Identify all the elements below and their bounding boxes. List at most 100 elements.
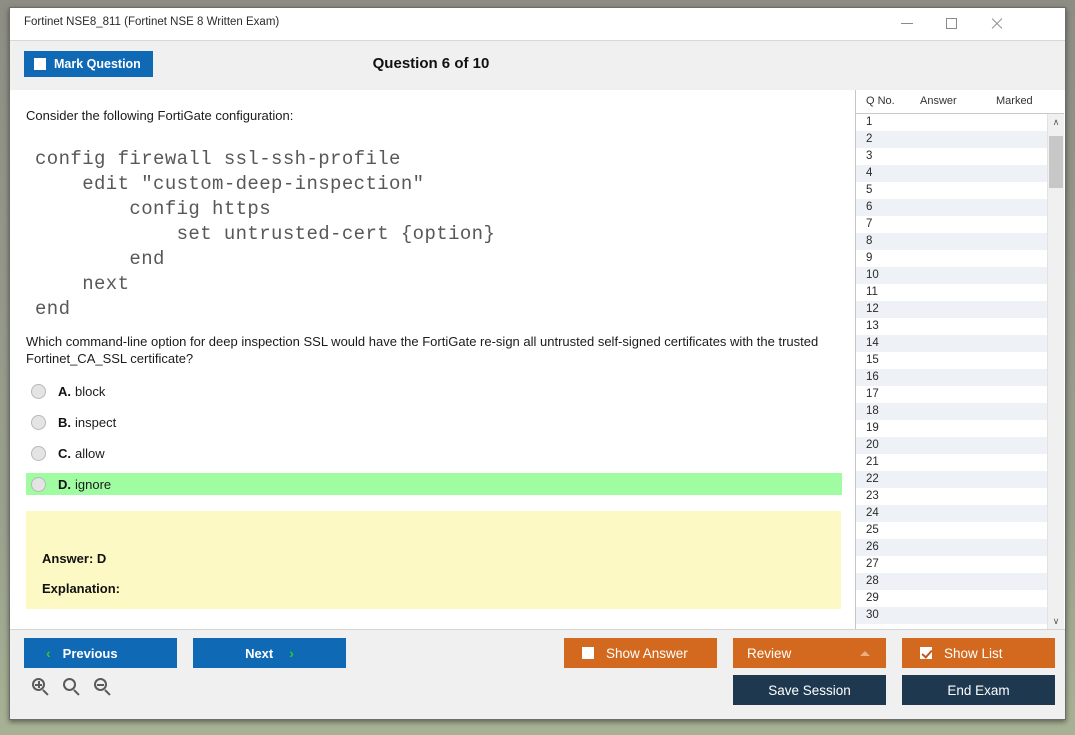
question-list-row[interactable]: 16 (856, 369, 1047, 386)
question-list-row[interactable]: 7 (856, 216, 1047, 233)
question-list-row-number: 14 (866, 337, 879, 349)
question-list-row[interactable]: 30 (856, 607, 1047, 624)
previous-label: Previous (62, 645, 118, 661)
save-session-button[interactable]: Save Session (733, 675, 886, 705)
question-list-row-number: 6 (866, 201, 873, 213)
end-exam-label: End Exam (947, 682, 1010, 698)
chevron-up-icon (860, 651, 870, 656)
question-list-row-number: 22 (866, 473, 879, 485)
question-list-row-number: 1 (866, 116, 873, 128)
scrollbar-thumb[interactable] (1049, 136, 1063, 188)
question-list-row[interactable]: 25 (856, 522, 1047, 539)
question-list-row[interactable]: 19 (856, 420, 1047, 437)
question-list-row[interactable]: 3 (856, 148, 1047, 165)
mark-question-label: Mark Question (54, 57, 141, 71)
option-letter: C. (58, 445, 71, 461)
explanation-label: Explanation: (42, 581, 121, 596)
question-list-row-number: 24 (866, 507, 879, 519)
question-list-row-number: 9 (866, 252, 873, 264)
radio-button-icon[interactable] (31, 383, 46, 399)
scroll-up-arrow-icon[interactable]: ∧ (1052, 117, 1060, 127)
question-counter: Question 6 of 10 (372, 55, 490, 72)
radio-button-icon[interactable] (31, 476, 46, 492)
scroll-down-arrow-icon[interactable]: ∨ (1052, 616, 1060, 626)
end-exam-button[interactable]: End Exam (902, 675, 1055, 705)
close-button[interactable] (974, 8, 1019, 39)
option-letter: D. (58, 476, 71, 492)
question-list-row[interactable]: 11 (856, 284, 1047, 301)
config-code-block: config firewall ssl-ssh-profile edit "cu… (35, 148, 496, 320)
save-session-label: Save Session (768, 682, 851, 698)
question-list-row[interactable]: 29 (856, 590, 1047, 607)
question-prompt-text: Which command-line option for deep inspe… (26, 334, 819, 366)
question-list-row[interactable]: 21 (856, 454, 1047, 471)
exam-toolbar: Mark Question Question 6 of 10 (10, 40, 1065, 90)
option-text: block (75, 383, 106, 399)
question-list-row[interactable]: 24 (856, 505, 1047, 522)
question-list-row[interactable]: 28 (856, 573, 1047, 590)
answer-option-b[interactable]: B.inspect (26, 411, 842, 433)
question-list-row[interactable]: 2 (856, 131, 1047, 148)
question-list-row[interactable]: 17 (856, 386, 1047, 403)
chevron-right-icon: › (289, 645, 294, 661)
question-list-row[interactable]: 10 (856, 267, 1047, 284)
question-intro-text: Consider the following FortiGate configu… (26, 108, 294, 123)
question-list-row[interactable]: 18 (856, 403, 1047, 420)
question-list-row[interactable]: 1 (856, 114, 1047, 131)
question-list-row[interactable]: 5 (856, 182, 1047, 199)
option-text: inspect (75, 414, 117, 430)
question-list-scrollbar[interactable]: ∧ ∨ (1047, 114, 1064, 630)
question-list-row[interactable]: 13 (856, 318, 1047, 335)
question-list-row[interactable]: 20 (856, 437, 1047, 454)
review-dropdown-button[interactable]: Review (733, 638, 886, 668)
question-list-row-number: 16 (866, 371, 879, 383)
zoom-reset-icon[interactable] (63, 678, 80, 696)
question-list-row[interactable]: 27 (856, 556, 1047, 573)
question-list-row[interactable]: 4 (856, 165, 1047, 182)
next-button[interactable]: Next › (193, 638, 346, 668)
zoom-in-icon[interactable] (32, 678, 49, 696)
question-list-row[interactable]: 22 (856, 471, 1047, 488)
chevron-left-icon: ‹ (46, 645, 51, 661)
question-list-row[interactable]: 8 (856, 233, 1047, 250)
question-list-row-number: 27 (866, 558, 879, 570)
question-list-row[interactable]: 12 (856, 301, 1047, 318)
answer-option-d[interactable]: D.ignore (26, 473, 842, 495)
question-list-row-number: 21 (866, 456, 879, 468)
question-list-row-number: 10 (866, 269, 879, 281)
maximize-button[interactable] (929, 8, 974, 39)
radio-button-icon[interactable] (31, 414, 46, 430)
question-list-row[interactable]: 26 (856, 539, 1047, 556)
mark-question-button[interactable]: Mark Question (24, 51, 153, 77)
question-pane: Consider the following FortiGate configu… (11, 90, 857, 630)
previous-button[interactable]: ‹ Previous (24, 638, 177, 668)
question-list-row[interactable]: 23 (856, 488, 1047, 505)
question-list-row[interactable]: 14 (856, 335, 1047, 352)
question-list-row-number: 17 (866, 388, 879, 400)
minimize-icon (900, 23, 913, 24)
question-list-row-number: 8 (866, 235, 873, 247)
mark-question-checkbox-icon (34, 58, 46, 70)
title-bar: Fortinet NSE8_811 (Fortinet NSE 8 Writte… (10, 8, 1065, 40)
show-answer-label: Show Answer (606, 645, 688, 661)
question-list-row[interactable]: 15 (856, 352, 1047, 369)
answer-explanation-box: Answer: D Explanation: (26, 511, 841, 609)
question-list-row-number: 20 (866, 439, 879, 451)
option-letter: A. (58, 383, 71, 399)
zoom-out-icon[interactable] (94, 678, 111, 696)
footer-toolbar: ‹ Previous Next › (10, 629, 1065, 719)
radio-button-icon[interactable] (31, 445, 46, 461)
question-list-row[interactable]: 9 (856, 250, 1047, 267)
show-list-label: Show List (944, 645, 1003, 661)
question-list-row[interactable]: 6 (856, 199, 1047, 216)
show-list-checkbox-icon (920, 647, 932, 659)
question-list-row-number: 4 (866, 167, 873, 179)
show-answer-button[interactable]: Show Answer (564, 638, 717, 668)
show-list-button[interactable]: Show List (902, 638, 1055, 668)
exam-window: Fortinet NSE8_811 (Fortinet NSE 8 Writte… (9, 7, 1066, 720)
minimize-button[interactable] (884, 8, 929, 39)
answer-option-a[interactable]: A.block (26, 380, 842, 402)
question-list-row-number: 23 (866, 490, 879, 502)
answer-option-c[interactable]: C.allow (26, 442, 842, 464)
